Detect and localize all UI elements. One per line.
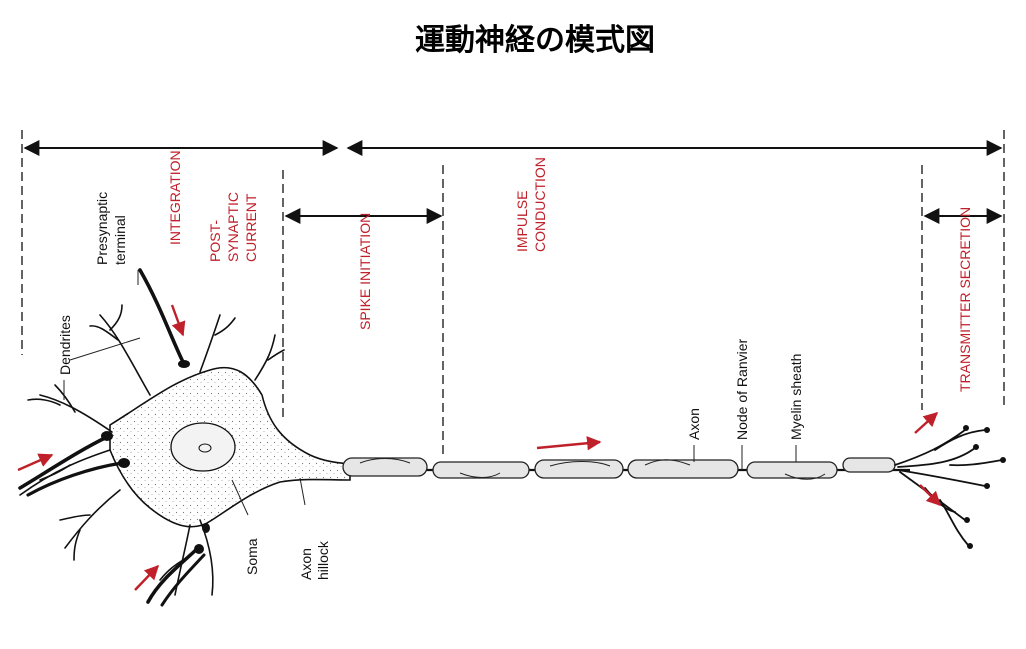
post-synaptic-label-2: SYNAPTIC — [225, 192, 241, 262]
dendrites-label: Dendrites — [57, 315, 73, 375]
flow-arrow-dendrite-left — [17, 453, 54, 472]
flow-arrows — [17, 304, 942, 591]
flow-arrow-axon — [536, 436, 602, 451]
flow-arrow-terminal-up — [914, 412, 939, 434]
node-of-ranvier-label: Node of Ranvier — [734, 338, 750, 440]
synaptic-boutons — [101, 360, 210, 554]
presynaptic-fibers — [18, 268, 206, 607]
transmitter-secretion-label: TRANSMITTER SECRETION — [957, 207, 973, 392]
post-synaptic-label-1: POST- — [207, 220, 223, 262]
flow-arrow-terminal-down — [919, 484, 942, 507]
presynaptic-label-2: terminal — [112, 215, 128, 265]
post-synaptic-label-3: CURRENT — [243, 193, 259, 262]
nucleolus — [198, 443, 212, 453]
leader-lines — [63, 270, 797, 516]
axon-hillock-label-1: Axon — [298, 548, 314, 580]
region-labels: INTEGRATION POST- SYNAPTIC CURRENT SPIKE… — [167, 150, 973, 392]
neuron — [18, 268, 1006, 607]
region-arrows — [23, 140, 1003, 224]
nucleus — [170, 422, 236, 472]
terminal-boutons — [963, 425, 1006, 549]
integration-label: INTEGRATION — [167, 150, 183, 245]
axon-label: Axon — [686, 408, 702, 440]
impulse-label-1: IMPULSE — [514, 191, 530, 252]
region-boundaries — [21, 130, 1005, 455]
soma-label: Soma — [244, 538, 260, 575]
axon-terminals — [894, 429, 1003, 546]
axon-hillock-label-2: hillock — [315, 540, 331, 580]
flow-arrow-presynaptic — [170, 304, 186, 337]
impulse-label-2: CONDUCTION — [532, 157, 548, 252]
diagram-title: 運動神経の模式図 — [415, 23, 655, 58]
spike-initiation-label: SPIKE INITIATION — [357, 213, 373, 330]
myelin-sheath-label: Myelin sheath — [788, 354, 804, 440]
presynaptic-label-1: Presynaptic — [94, 192, 110, 265]
dendrites — [19, 304, 285, 596]
myelin-segments — [342, 457, 896, 480]
flow-arrow-dendrite-bottom — [134, 564, 159, 591]
anatomy-labels: Presynaptic terminal Dendrites Soma Axon… — [57, 192, 804, 580]
